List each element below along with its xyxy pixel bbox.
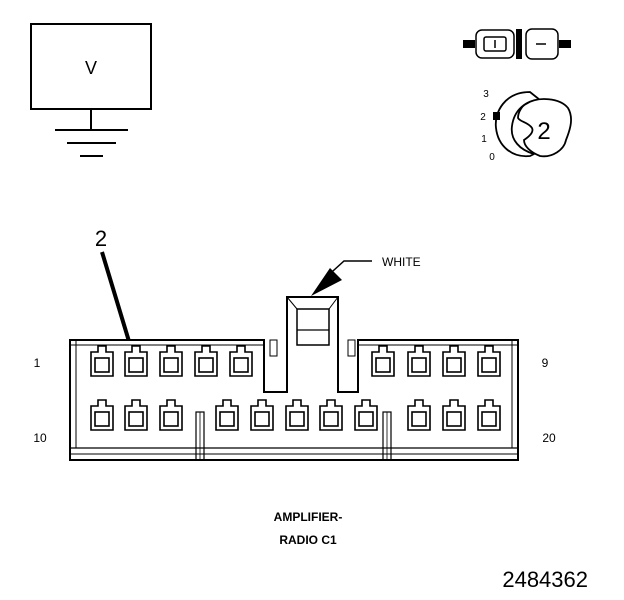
terminal-cavity-top-2 <box>124 345 148 377</box>
pin-number-first-bottom: 10 <box>33 431 47 445</box>
pin-number-last-bottom: 20 <box>542 431 556 445</box>
terminal-cavity-bottom-9 <box>407 399 431 431</box>
meter-label: V <box>85 58 97 78</box>
probe-selected-size: 2 <box>537 118 550 145</box>
terminal-cavity-top-9 <box>477 345 501 377</box>
terminal-cavity-bottom-4 <box>215 399 239 431</box>
terminal-cavity-bottom-5 <box>250 399 274 431</box>
terminal-cavity-bottom-7 <box>319 399 343 431</box>
terminal-cavity-bottom-2 <box>124 399 148 431</box>
terminal-cavity-top-5 <box>229 345 253 377</box>
terminal-cavity-bottom-10 <box>442 399 466 431</box>
voltmeter-symbol <box>30 23 152 157</box>
connector-color-label: WHITE <box>382 255 421 269</box>
probe-scale-2: 2 <box>480 112 486 123</box>
color-leader-arrow <box>311 260 372 296</box>
terminal-cavity-bottom-8 <box>354 399 378 431</box>
terminal-cavity-top-3 <box>159 345 183 377</box>
pin-number-last-top: 9 <box>542 356 549 370</box>
callout-label: 2 <box>95 226 107 251</box>
ground-icon <box>55 129 128 157</box>
connector-terminals <box>90 345 501 431</box>
pin-number-first-top: 1 <box>34 356 41 370</box>
figure-number: 2484362 <box>502 567 588 592</box>
connector-name-line1: AMPLIFIER- <box>274 510 343 524</box>
probe-scale-3: 3 <box>483 89 489 100</box>
terminal-cavity-top-8 <box>442 345 466 377</box>
terminal-cavity-bottom-6 <box>285 399 309 431</box>
terminal-cavity-top-1 <box>90 345 114 377</box>
probe-scale-1: 1 <box>481 134 487 145</box>
probe-tip-selector-icon <box>493 91 572 158</box>
terminal-cavity-bottom-1 <box>90 399 114 431</box>
terminal-cavity-top-4 <box>194 345 218 377</box>
probe-scale-0: 0 <box>489 152 495 163</box>
terminal-cavity-top-6 <box>371 345 395 377</box>
probe-icon <box>463 28 571 60</box>
terminal-cavity-top-7 <box>407 345 431 377</box>
terminal-cavity-bottom-3 <box>159 399 183 431</box>
connector-body <box>69 296 519 461</box>
terminal-cavity-bottom-11 <box>477 399 501 431</box>
connector-name-line2: RADIO C1 <box>279 533 337 547</box>
